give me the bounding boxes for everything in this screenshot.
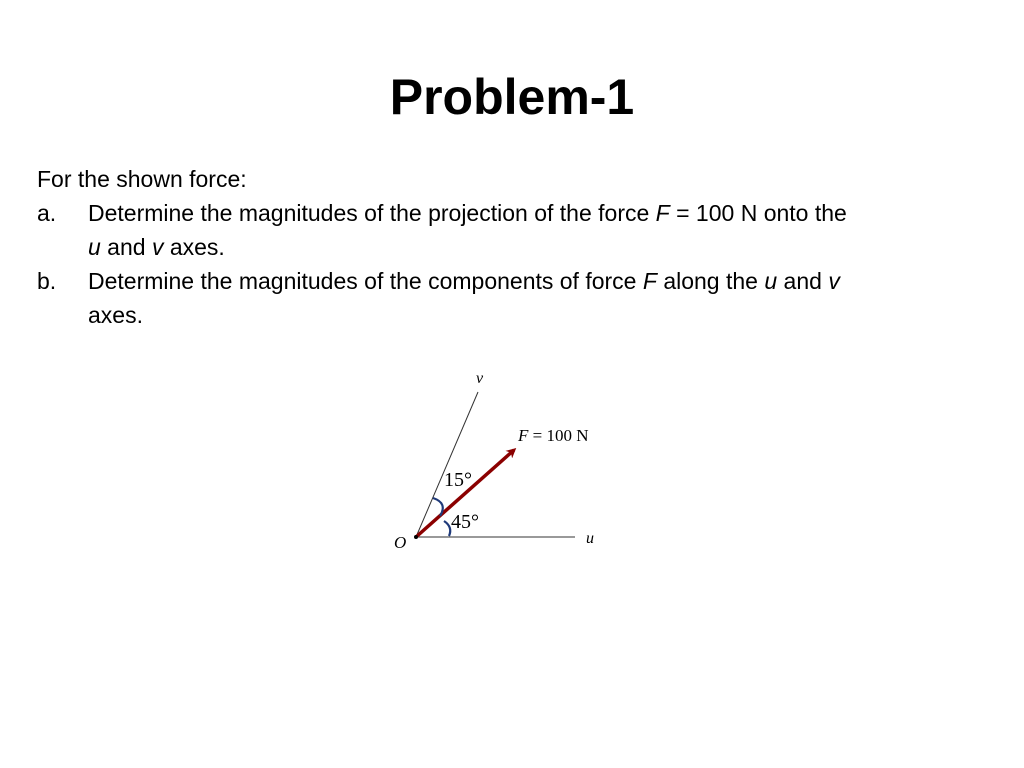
list-item-a-cont: u and v axes. — [0, 230, 1024, 264]
item-b-along: along the — [656, 268, 765, 294]
item-a-var-f: F — [655, 200, 670, 226]
force-label: F = 100 N — [517, 426, 589, 445]
item-a-text: Determine the magnitudes of the projecti… — [88, 200, 656, 226]
v-axis-label: v — [476, 370, 484, 387]
item-a-and: and — [100, 234, 152, 260]
v-axis — [415, 391, 479, 538]
angle-arc-45 — [443, 520, 452, 537]
force-arrow — [414, 448, 517, 539]
list-marker-b: b. — [37, 268, 57, 294]
item-a-axes: axes. — [163, 234, 225, 260]
item-b-text: Determine the magnitudes of the componen… — [88, 268, 643, 294]
item-a-line1: Determine the magnitudes of the projecti… — [88, 196, 847, 230]
item-a-var-v: v — [151, 234, 164, 260]
item-b-var-v: v — [828, 268, 840, 294]
list-item-b: b. Determine the magnitudes of the compo… — [0, 264, 1024, 298]
item-b-and: and — [777, 268, 829, 294]
force-label-value: = 100 N — [528, 426, 588, 445]
list-marker-a: a. — [37, 200, 57, 226]
list-item-b-cont: axes. — [0, 298, 1024, 332]
item-b-var-f: F — [642, 268, 657, 294]
item-b-line1: Determine the magnitudes of the componen… — [88, 264, 840, 298]
item-b-line2: axes. — [88, 302, 143, 328]
item-a-text-end: = 100 N onto the — [669, 200, 847, 226]
origin-point — [414, 535, 418, 539]
list-item-a: a. Determine the magnitudes of the proje… — [0, 196, 1024, 230]
item-a-var-u: u — [88, 234, 101, 260]
slide-title: Problem-1 — [389, 69, 635, 125]
intro-text: For the shown force: — [37, 166, 247, 192]
item-a-line2: u and v axes. — [88, 230, 225, 264]
angle-arc-15 — [432, 496, 444, 517]
force-label-var: F — [517, 426, 529, 445]
force-diagram: v u O F = 100 N 15° 45° — [394, 370, 594, 552]
angle-label-15: 15° — [444, 469, 472, 491]
angle-label-45: 45° — [451, 511, 479, 533]
origin-label: O — [394, 533, 406, 552]
u-axis-label: u — [586, 530, 594, 547]
item-b-var-u: u — [764, 268, 778, 294]
